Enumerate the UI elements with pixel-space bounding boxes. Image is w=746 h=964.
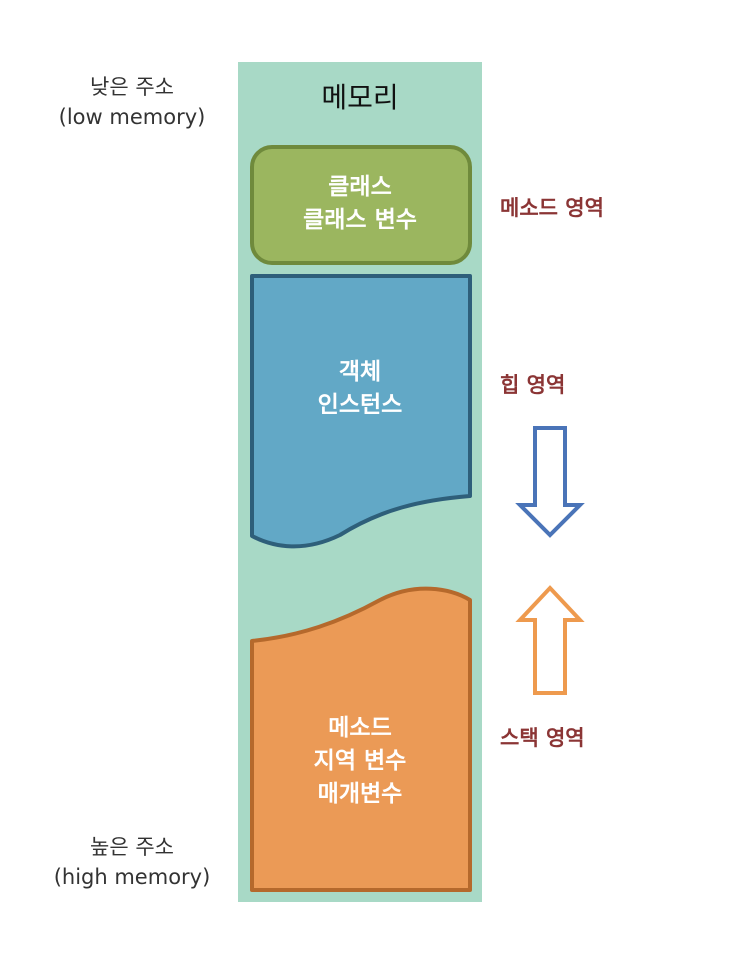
- method-area-label: 메소드 영역: [500, 196, 604, 220]
- heap-area-line: 객체: [338, 359, 382, 385]
- method-area-block: [250, 145, 472, 265]
- memory-title: 메모리: [321, 81, 399, 114]
- stack-growth-up-arrow: [515, 585, 585, 695]
- heap-growth-down-arrow: [515, 426, 585, 538]
- high-address-subtitle: (high memory): [53, 865, 211, 889]
- heap-area-block: [250, 274, 472, 549]
- method-area-line: 클래스 변수: [303, 207, 417, 233]
- stack-area-line: 메소드: [328, 715, 392, 741]
- low-address-title: 낮은 주소: [90, 75, 174, 99]
- method-area-text: 클래스 클래스 변수: [250, 171, 470, 237]
- heap-area-label: 힙 영역: [500, 373, 566, 397]
- stack-area-block: [250, 586, 472, 892]
- heap-area-line: 인스턴스: [317, 392, 403, 418]
- stack-area-line: 지역 변수: [313, 748, 407, 774]
- heap-area-text: 객체 인스턴스: [250, 356, 470, 422]
- high-address-title: 높은 주소: [90, 835, 174, 859]
- stack-area-label: 스택 영역: [500, 726, 585, 750]
- low-address-label: 낮은 주소 (low memory): [12, 72, 252, 132]
- high-address-label: 높은 주소 (high memory): [12, 832, 252, 892]
- stack-area-text: 메소드 지역 변수 매개변수: [250, 712, 470, 811]
- stack-area-line: 매개변수: [317, 781, 403, 807]
- method-area-line: 클래스: [328, 174, 392, 200]
- low-address-subtitle: (low memory): [58, 105, 206, 129]
